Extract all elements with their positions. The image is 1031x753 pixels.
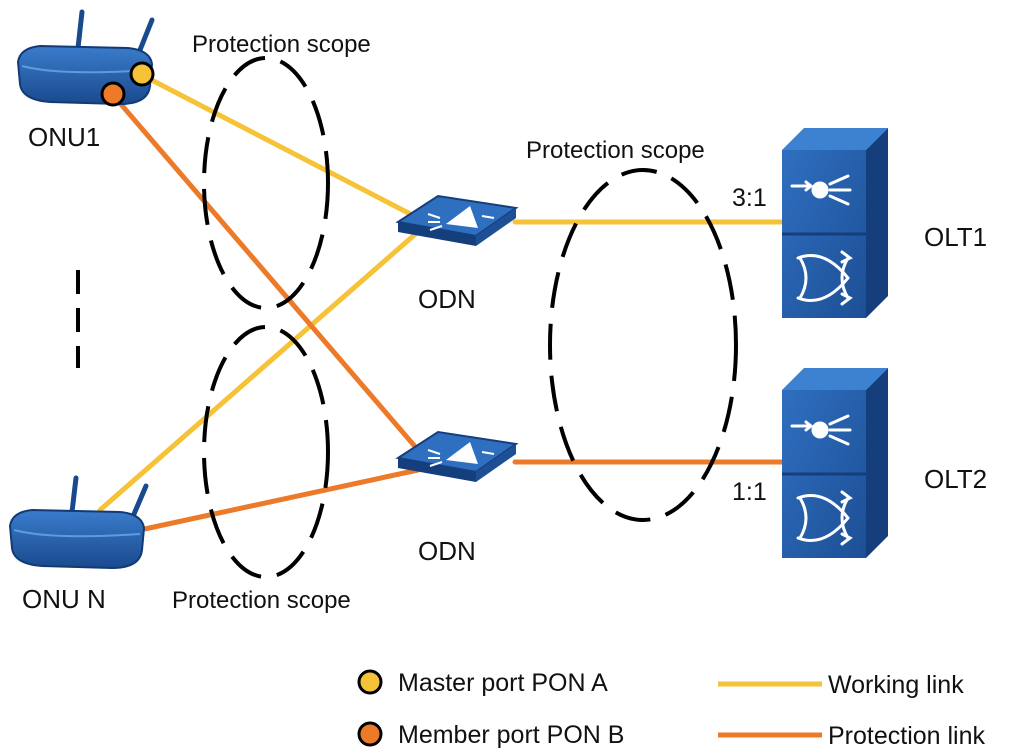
working-link-onu1-odn1 — [139, 72, 421, 221]
onu1-member-port-icon — [100, 81, 126, 107]
odn-bottom-splitter-icon — [446, 442, 478, 464]
onu1-antenna-right-icon — [137, 17, 155, 53]
olt1-switch-icon — [796, 250, 853, 306]
onun-body-icon — [8, 508, 146, 570]
onu1-label: ONU1 — [28, 122, 100, 152]
odn-top-device — [395, 194, 519, 246]
odn-top-label: ODN — [418, 284, 476, 314]
links — [97, 72, 785, 533]
legend-working-link-label: Working link — [828, 671, 964, 699]
olt1-device — [782, 128, 888, 318]
working-link-onun-odn1 — [97, 227, 423, 513]
onun-antenna-right-icon — [131, 483, 149, 517]
onu1-antenna-left-icon — [75, 9, 85, 51]
protection-scopes — [202, 56, 738, 579]
protection-scope-ellipse-bottom — [202, 325, 330, 579]
odn-top-splitter-icon — [446, 206, 478, 228]
legend: Master port PON A Member port PON B Work… — [357, 669, 986, 750]
onu1-device — [16, 9, 155, 107]
protection-scope-label-top: Protection scope — [192, 31, 371, 58]
legend-master-port-icon — [357, 669, 383, 695]
protection-scope-label-mid: Protection scope — [526, 137, 705, 164]
ratio-olt2-label: 1:1 — [732, 478, 767, 506]
protection-scope-ellipse-mid — [548, 168, 738, 522]
legend-protection-link-label: Protection link — [828, 722, 986, 750]
onun-antenna-left-icon — [69, 475, 79, 515]
onu1-master-port-icon — [129, 61, 155, 87]
olt2-optical-icon — [790, 414, 852, 446]
olt2-label: OLT2 — [924, 464, 987, 494]
onun-device — [8, 475, 149, 570]
protection-link-onun-odn2 — [137, 467, 421, 533]
legend-member-port-label: Member port PON B — [398, 721, 624, 749]
protection-scope-ellipse-top — [202, 56, 330, 310]
onun-label: ONU N — [22, 584, 106, 614]
olt1-label: OLT1 — [924, 222, 987, 252]
legend-master-port-label: Master port PON A — [398, 669, 608, 697]
odn-bottom-device — [395, 430, 519, 482]
olt2-device — [782, 368, 888, 558]
olt2-switch-icon — [796, 490, 853, 546]
ratio-olt1-label: 3:1 — [732, 184, 767, 212]
protection-link-onu1-odn2 — [110, 92, 421, 453]
odn-bottom-label: ODN — [418, 536, 476, 566]
olt1-optical-icon — [790, 174, 852, 206]
protection-scope-label-bottom: Protection scope — [172, 587, 351, 614]
legend-member-port-icon — [357, 721, 383, 747]
